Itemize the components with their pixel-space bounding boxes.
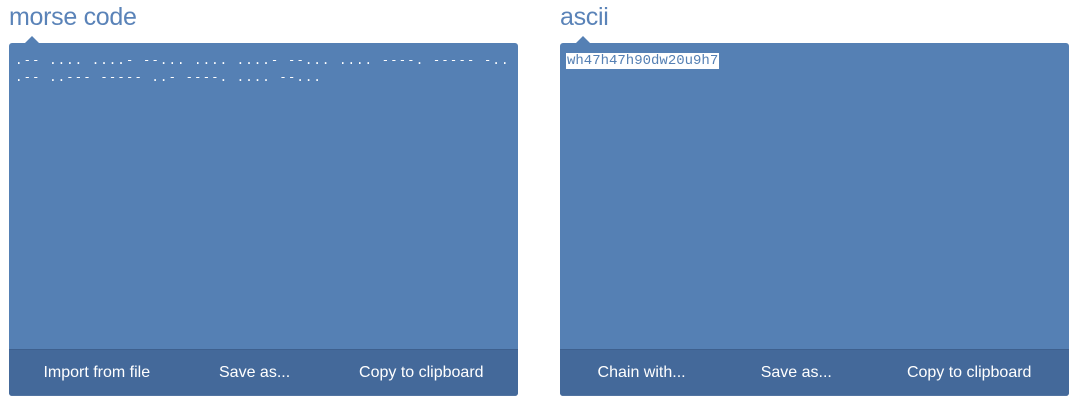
import-from-file-button[interactable]: Import from file xyxy=(43,364,151,381)
ascii-copy-to-clipboard-button[interactable]: Copy to clipboard xyxy=(906,364,1032,381)
ascii-panel-pointer xyxy=(575,36,591,44)
ascii-panel: ascii wh47h47h90dw20u9h7 Chain with... S… xyxy=(560,0,1069,398)
morse-panel-title: morse code xyxy=(9,3,137,31)
morse-panel-box: .-- .... ....- --... .... ....- --... ..… xyxy=(9,43,518,396)
morse-panel: morse code .-- .... ....- --... .... ...… xyxy=(9,0,518,398)
morse-save-as-button[interactable]: Save as... xyxy=(219,364,291,381)
morse-textarea[interactable]: .-- .... ....- --... .... ....- --... ..… xyxy=(15,52,518,84)
ascii-textarea[interactable]: wh47h47h90dw20u9h7 xyxy=(566,51,1063,346)
ascii-panel-title: ascii xyxy=(560,3,609,31)
chain-with-button[interactable]: Chain with... xyxy=(597,364,686,381)
morse-copy-to-clipboard-button[interactable]: Copy to clipboard xyxy=(359,364,484,381)
ascii-panel-box: wh47h47h90dw20u9h7 Chain with... Save as… xyxy=(560,43,1069,396)
ascii-save-as-button[interactable]: Save as... xyxy=(760,364,832,381)
morse-panel-pointer xyxy=(24,36,40,44)
ascii-toolbar: Chain with... Save as... Copy to clipboa… xyxy=(560,349,1069,396)
morse-toolbar: Import from file Save as... Copy to clip… xyxy=(9,349,518,396)
ascii-selected-text: wh47h47h90dw20u9h7 xyxy=(566,53,720,69)
